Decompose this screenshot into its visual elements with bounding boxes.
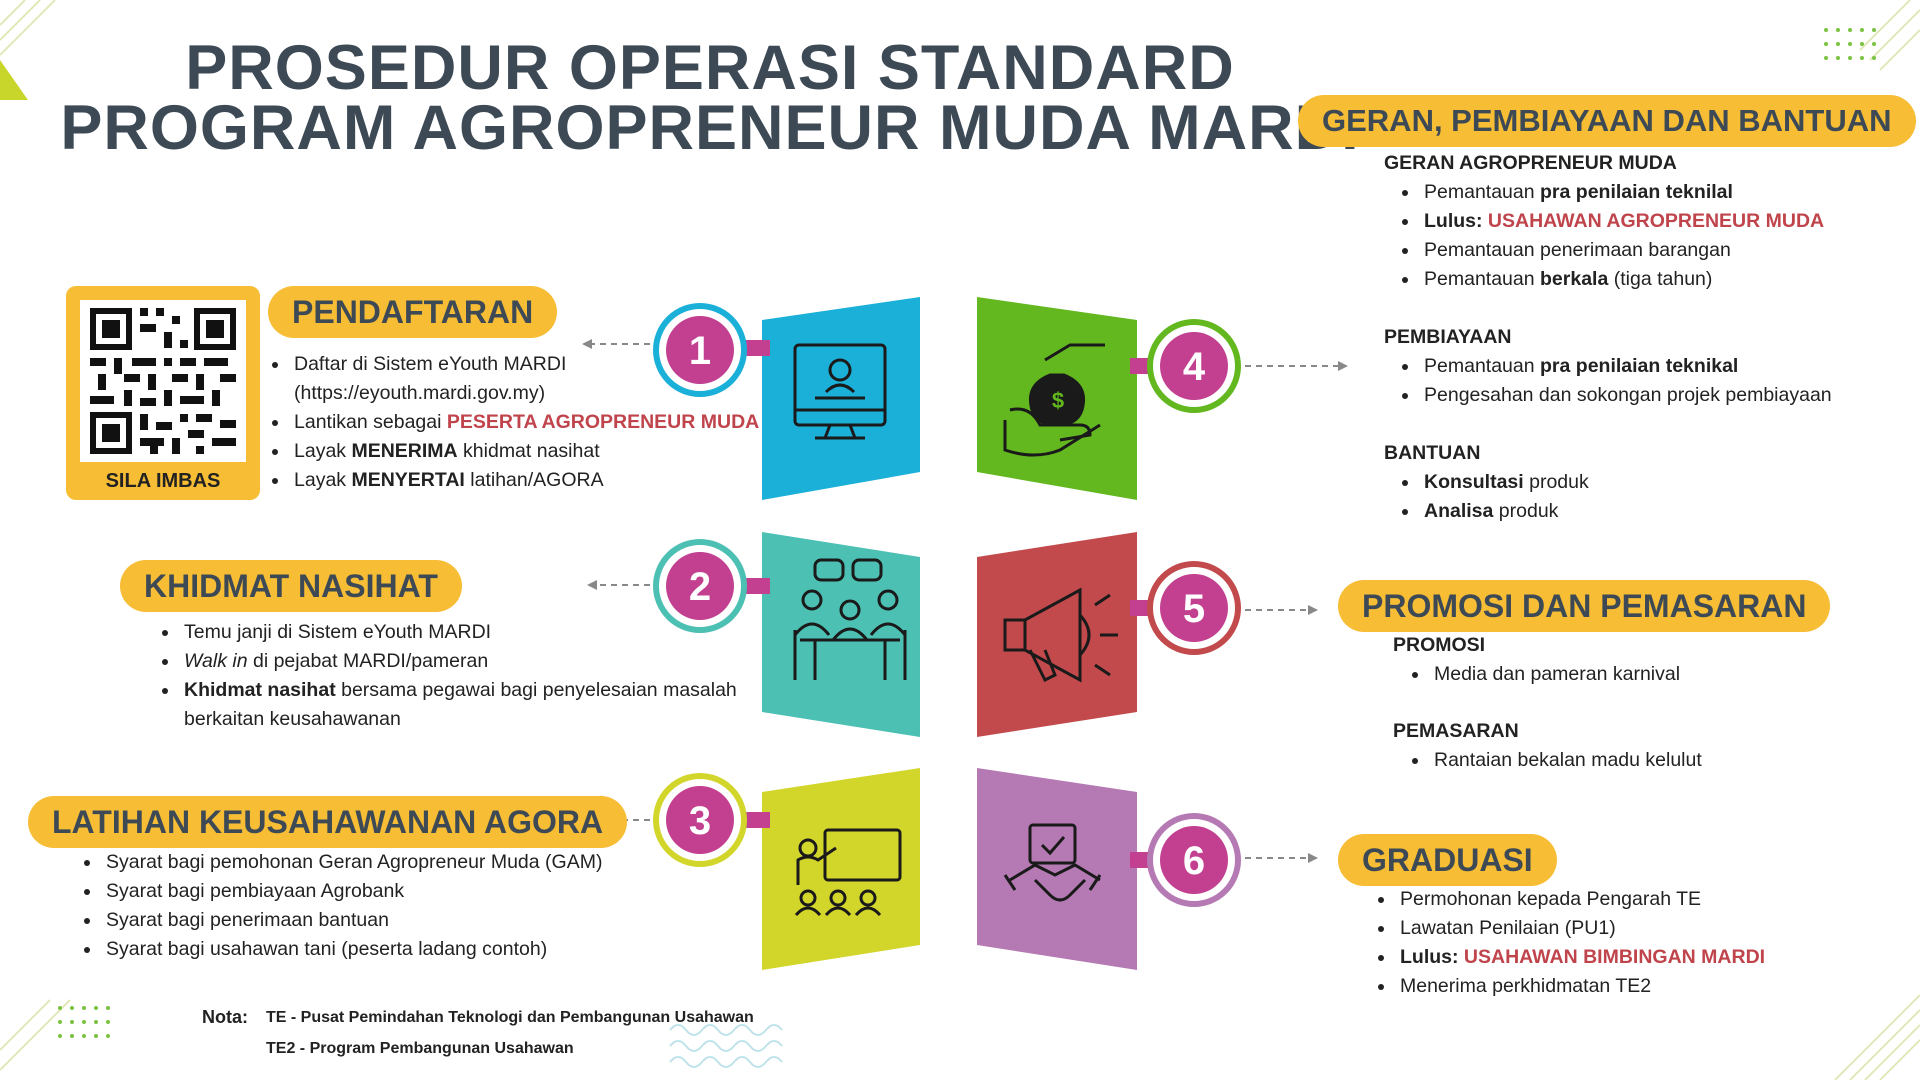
list-item: Temu janji di Sistem eYouth MARDI (180, 618, 780, 647)
graduasi-list: Permohonan kepada Pengarah TE Lawatan Pe… (1374, 885, 1916, 1001)
page-title-line-1: PROSEDUR OPERASI STANDARD (185, 33, 1235, 103)
list-item: Pengesahan dan sokongan projek pembiayaa… (1420, 381, 1920, 410)
nota-line-2: TE2 - Program Pembangunan Usahawan (266, 1040, 574, 1057)
list-item: Lulus: USAHAWAN BIMBINGAN MARDI (1396, 943, 1916, 972)
qr-code-image[interactable] (80, 300, 246, 462)
dollar-sign-icon: $ (1052, 388, 1064, 413)
step-6-panel (977, 768, 1137, 970)
geran-subheading: GERAN AGROPRENEUR MUDA (1384, 152, 1677, 174)
list-item: Layak MENYERTAI latihan/AGORA (290, 466, 790, 495)
pemasaran-list: Rantaian bekalan madu kelulut (1408, 746, 1910, 775)
nota-label: Nota: (202, 1007, 248, 1027)
step-6-number: 6 (1183, 839, 1205, 883)
list-item: Walk in di pejabat MARDI/pameran (180, 647, 780, 676)
list-item: Syarat bagi pembiayaan Agrobank (102, 877, 702, 906)
bantuan-list: Konsultasi produk Analisa produk (1398, 468, 1920, 526)
nota-line-1: TE - Pusat Pemindahan Teknologi dan Pemb… (266, 1009, 754, 1026)
training-presentation-icon (794, 828, 902, 917)
step-5-panel (977, 532, 1137, 737)
graduasi-heading: GRADUASI (1338, 834, 1557, 886)
list-item: Syarat bagi penerimaan bantuan (102, 906, 702, 935)
list-item: Pemantauan berkala (tiga tahun) (1420, 265, 1920, 294)
step-6-circle (1147, 813, 1241, 907)
pembiayaan-list: Pemantauan pra penilaian teknikal Penges… (1398, 352, 1920, 410)
geran-heading: GERAN, PEMBIAYAAN DAN BANTUAN (1298, 95, 1916, 147)
list-item: Syarat bagi usahawan tani (peserta ladan… (102, 935, 702, 964)
corner-triangle-decoration (0, 60, 28, 100)
pendaftaran-heading: PENDAFTARAN (268, 286, 558, 338)
money-bag-hand-icon (1003, 343, 1105, 457)
page-title-line-2: PROGRAM AGROPRENEUR MUDA MARDI (60, 93, 1360, 163)
megaphone-icon (1003, 587, 1118, 683)
list-item: Layak MENERIMA khidmat nasihat (290, 437, 790, 466)
list-item: Menerima perkhidmatan TE2 (1396, 972, 1916, 1001)
monitor-profile-icon (793, 343, 887, 440)
pemasaran-subheading: PEMASARAN (1393, 720, 1519, 742)
list-item: Konsultasi produk (1420, 468, 1920, 497)
step-1-number: 1 (689, 329, 711, 373)
step-3-circle (653, 773, 747, 867)
step-3-panel (762, 768, 920, 970)
step-1-circle (653, 303, 747, 397)
list-item: Analisa produk (1420, 497, 1920, 526)
list-item: Lantikan sebagai PESERTA AGROPRENEUR MUD… (290, 408, 790, 437)
list-item: Lawatan Penilaian (PU1) (1396, 914, 1916, 943)
wave-decoration (669, 1024, 783, 1068)
latihan-heading: LATIHAN KEUSAHAWANAN AGORA (28, 796, 628, 848)
step-4-number: 4 (1183, 345, 1206, 389)
list-item: Pemantauan pra penilaian teknilal (1420, 178, 1920, 207)
dot-grid-decoration (58, 28, 1876, 1038)
latihan-list: Syarat bagi pemohonan Geran Agropreneur … (80, 848, 702, 964)
step-5-circle (1147, 561, 1241, 655)
qr-code-icon (90, 308, 236, 454)
khidmat-nasihat-heading: KHIDMAT NASIHAT (120, 560, 462, 612)
khidmat-nasihat-list: Temu janji di Sistem eYouth MARDI Walk i… (158, 618, 780, 734)
meeting-discussion-icon (793, 558, 907, 680)
step-2-circle (653, 539, 747, 633)
promosi-list: Media dan pameran karnival (1408, 660, 1910, 689)
step-2-number: 2 (689, 565, 711, 609)
pendaftaran-list: Daftar di Sistem eYouth MARDI (https://e… (268, 350, 790, 495)
list-item: Khidmat nasihat bersama pegawai bagi pen… (180, 676, 780, 734)
list-item: Rantaian bekalan madu kelulut (1430, 746, 1910, 775)
step-4-circle (1147, 319, 1241, 413)
list-item: Pemantauan penerimaan barangan (1420, 236, 1920, 265)
promosi-heading: PROMOSI DAN PEMASARAN (1338, 580, 1831, 632)
bantuan-subheading: BANTUAN (1384, 442, 1481, 464)
step-3-number: 3 (689, 799, 711, 843)
qr-label: SILA IMBAS (105, 470, 221, 492)
list-item: Daftar di Sistem eYouth MARDI (https://e… (290, 350, 790, 408)
handshake-approval-icon (1003, 823, 1102, 902)
list-item: Lulus: USAHAWAN AGROPRENEUR MUDA (1420, 207, 1920, 236)
promosi-subheading: PROMOSI (1393, 634, 1486, 656)
step-2-panel (762, 532, 920, 737)
list-item: Permohonan kepada Pengarah TE (1396, 885, 1916, 914)
list-item: Media dan pameran karnival (1430, 660, 1910, 689)
pembiayaan-subheading: PEMBIAYAAN (1384, 326, 1512, 348)
qr-code-card[interactable]: SILA IMBAS (66, 286, 260, 500)
geran-list: Pemantauan pra penilaian teknilal Lulus:… (1398, 178, 1920, 294)
list-item: Pemantauan pra penilaian teknikal (1420, 352, 1920, 381)
step-5-number: 5 (1183, 587, 1205, 631)
list-item: Syarat bagi pemohonan Geran Agropreneur … (102, 848, 702, 877)
